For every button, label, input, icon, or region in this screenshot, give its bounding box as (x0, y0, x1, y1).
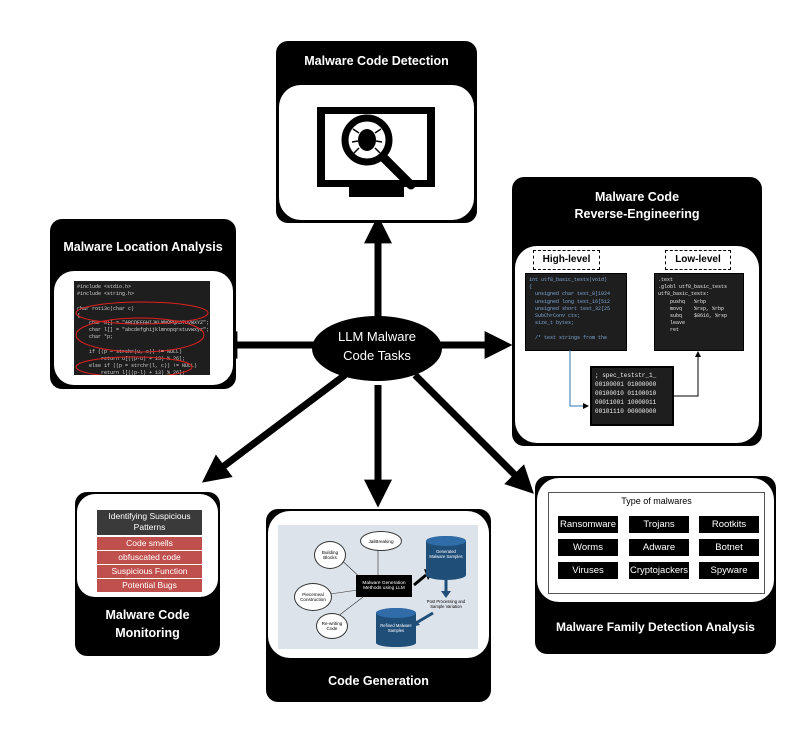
malware-type: Worms (558, 539, 618, 556)
location-card: Malware Location Analysis #include <stdi… (50, 219, 236, 389)
monitor-magnifier-icon (317, 107, 435, 197)
code-line: /* test strings from the (529, 334, 608, 341)
monitoring-panel: Identifying Suspicious Patterns Code sme… (77, 494, 218, 597)
code-line: unsigned long test_16[512 (529, 298, 611, 305)
code-line: { (529, 284, 533, 291)
generation-links (322, 536, 466, 647)
code-line: ; spec_teststr_1_ (595, 372, 657, 379)
code-line: 00101110 00000000 (595, 408, 657, 415)
code-line: size_t bytes; (529, 320, 575, 327)
code-line: 00100010 01100010 (595, 390, 657, 397)
arrow-down-left (201, 372, 348, 483)
reverse-title-line1: Malware Code (594, 190, 680, 204)
low-level-label: Low-level (665, 250, 731, 270)
code-line: pushq %rbp (658, 298, 707, 305)
malware-type: Spyware (699, 562, 759, 579)
code-line: subq $8616, %rsp (658, 313, 728, 320)
node-post-processing: Post Processing and Sample Variation (426, 599, 466, 609)
monitoring-item: Potential Bugs (97, 579, 202, 592)
monitoring-header: Identifying Suspicious Patterns (97, 510, 202, 535)
generation-card: Building Blocks JailBreaking Piecemeal C… (266, 509, 491, 702)
generation-diagram: Building Blocks JailBreaking Piecemeal C… (278, 525, 478, 649)
code-line: .globl utf8_basic_tests (658, 284, 728, 291)
reverse-card: Malware Code Reverse-Engineering High-le… (512, 177, 762, 446)
code-line: .text (658, 277, 674, 283)
center-node: LLM Malware Code Tasks (312, 316, 442, 381)
detection-card: Malware Code Detection (276, 41, 477, 223)
monitoring-item: Suspicious Function (97, 565, 202, 578)
malware-type: Adware (629, 539, 689, 556)
code-line: 00100001 01000000 (595, 381, 657, 388)
center-line1: LLM Malware (337, 329, 417, 344)
node-rewriting: Re-writing Code (316, 613, 348, 639)
location-code-view: #include <stdio.h>#include <string.h> ch… (74, 281, 210, 375)
binary-code: ; spec_teststr_1_ 00100001 01000000 001000… (590, 366, 674, 426)
code-line: #include <string.h> (77, 291, 135, 298)
high-level-code: int utf8_basic_tests(void){ unsigned cha… (525, 273, 627, 351)
code-line: else if ((p = strchr(l, c)) != NULL) (77, 363, 198, 370)
detection-title: Malware Code Detection (304, 54, 449, 68)
node-refined: Refined Malware Samples (380, 623, 412, 633)
monitoring-item: obfuscated code (97, 551, 202, 564)
generation-panel: Building Blocks JailBreaking Piecemeal C… (268, 511, 489, 658)
code-line: ret (658, 327, 680, 334)
location-panel: #include <stdio.h>#include <string.h> ch… (54, 271, 233, 385)
high-level-label: High-level (533, 250, 600, 270)
node-generated: Generated Malware Samples (429, 549, 463, 559)
reverse-title-line2: Reverse-Engineering (574, 207, 700, 221)
node-piecemeal: Piecemeal Construction (294, 583, 332, 611)
family-table: Type of malwares Ransomware Trojans Rootki… (548, 492, 765, 594)
code-line: char rot13c(char c) (77, 305, 135, 312)
code-line: unsigned short test_32[25 (529, 305, 611, 312)
monitoring-card: Identifying Suspicious Patterns Code sme… (75, 492, 220, 656)
monitoring-title-line1: Malware Code (105, 608, 190, 622)
family-header: Type of malwares (621, 496, 692, 506)
node-jailbreaking: JailBreaking (360, 531, 402, 551)
malware-type: Ransomware (558, 516, 618, 533)
code-line: int utf8_basic_tests(void) (529, 277, 608, 283)
code-line: char l[] = "abcdefghijklmnopqrstuvwxyz"; (77, 327, 210, 334)
center-line2: Code Tasks (343, 348, 411, 363)
malware-type: Rootkits (699, 516, 759, 533)
node-methods: Malware Generation Methods using LLM (356, 575, 412, 597)
code-line: return l[((p-l) + 13) % 26]; (77, 370, 186, 375)
node-building-blocks: Building Blocks (314, 541, 346, 569)
suspicious-region-marks (75, 301, 209, 375)
monitoring-item: Code smells (97, 537, 202, 550)
malware-type: Botnet (699, 539, 759, 556)
code-line: utf8_basic_tests: (658, 291, 710, 298)
family-panel: Type of malwares Ransomware Trojans Rootki… (537, 478, 774, 602)
code-line: char *p; (77, 334, 114, 341)
family-card: Type of malwares Ransomware Trojans Rootki… (535, 476, 776, 654)
location-title: Malware Location Analysis (63, 240, 223, 254)
reverse-panel: High-level Low-level int utf8_basic_test… (515, 246, 759, 443)
detection-panel (279, 85, 474, 220)
code-line: leave (658, 320, 686, 327)
malware-type: Trojans (629, 516, 689, 533)
code-line: movq %rsp, %rbp (658, 305, 725, 312)
code-line: SubChrConv cts; (529, 313, 581, 320)
code-line: #include <stdio.h> (77, 284, 132, 290)
reverse-flow-arrows (569, 350, 701, 409)
code-line: 00011001 10000011 (595, 399, 657, 406)
generation-title: Code Generation (328, 674, 429, 688)
arrow-down-right (412, 372, 534, 494)
code-line: unsigned char test_8[1024 (529, 291, 611, 298)
malware-type: Cryptojackers (629, 562, 689, 579)
family-title: Malware Family Detection Analysis (556, 620, 755, 634)
malware-type: Viruses (558, 562, 618, 579)
monitoring-title-line2: Monitoring (115, 626, 180, 640)
